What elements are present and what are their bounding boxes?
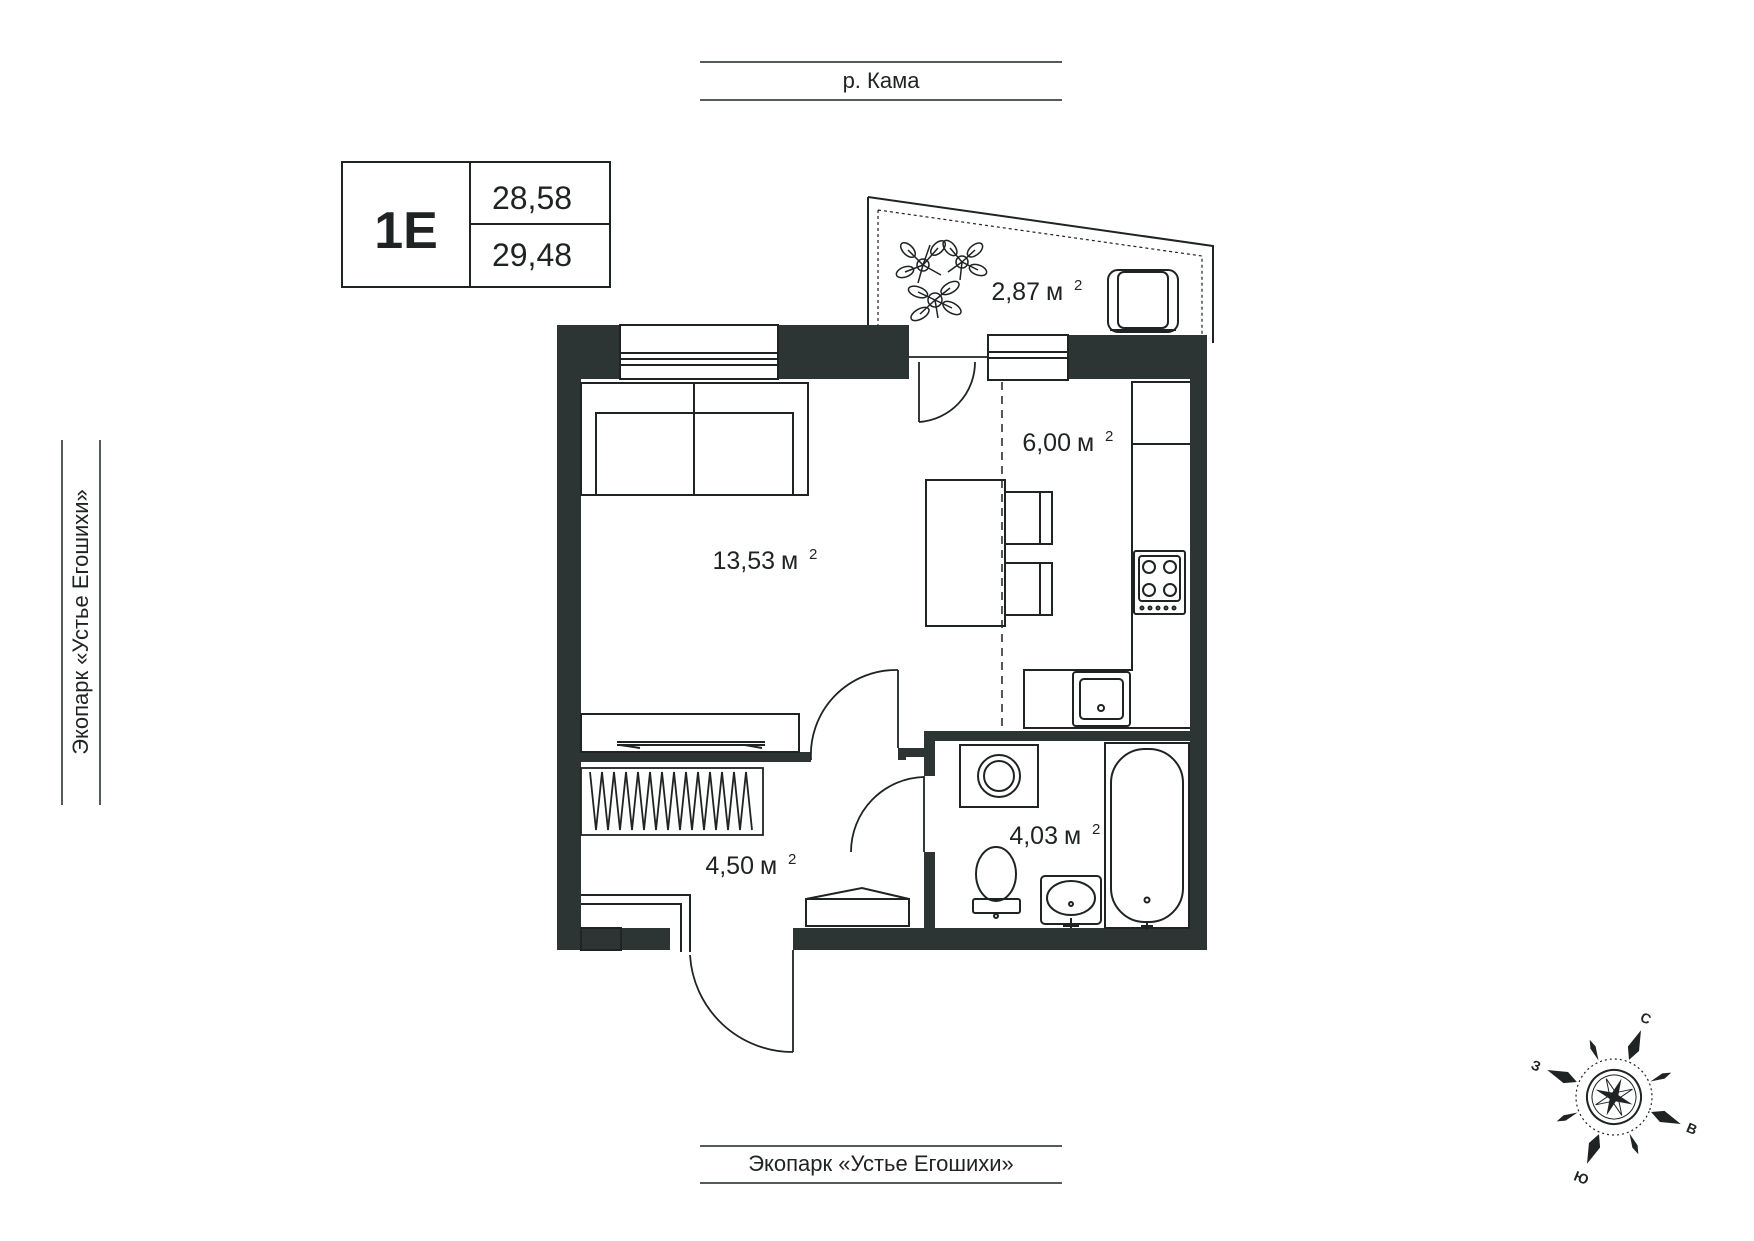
hall-unit-sup: 2 <box>788 851 796 868</box>
balcony-area: 2,87 <box>991 278 1040 306</box>
washing-machine-icon <box>959 744 1039 808</box>
balcony-door <box>909 356 988 423</box>
hall-area: 4,50 <box>705 852 754 880</box>
bathroom-door <box>850 776 925 853</box>
compass-east: В <box>1684 1119 1699 1138</box>
living-unit: м <box>781 547 798 575</box>
window-top-left <box>619 324 779 380</box>
unit-area-total: 29,48 <box>492 237 572 273</box>
kitchen-sink-icon <box>1072 671 1131 727</box>
living-unit-sup: 2 <box>809 546 817 563</box>
toilet-icon <box>972 846 1021 919</box>
compass-rose: С Ю В З <box>1529 1009 1700 1188</box>
bath-area: 4,03 <box>1009 822 1058 850</box>
window-kitchen <box>987 334 1069 381</box>
unit-info-box: 1Е 28,58 29,48 <box>341 161 611 288</box>
living-area: 13,53 <box>712 547 775 575</box>
stove-icon <box>1133 550 1186 615</box>
living-hall-door <box>809 669 899 761</box>
entrance-door <box>689 950 794 1053</box>
kitchen-unit-sup: 2 <box>1105 428 1113 445</box>
washbasin-icon <box>1040 875 1102 928</box>
kitchen-area: 6,00 <box>1022 429 1071 457</box>
unit-code: 1Е <box>374 202 438 260</box>
compass-north: С <box>1638 1009 1653 1028</box>
compass-south: Ю <box>1572 1168 1591 1188</box>
plant-icon <box>895 239 988 322</box>
side-label: Экопарк «Устье Егошихи» <box>61 440 101 805</box>
bottom-label: Экопарк «Устье Егошихи» <box>700 1145 1062 1184</box>
compass-west: З <box>1529 1056 1543 1074</box>
bathtub-icon <box>1104 742 1190 930</box>
hall-unit: м <box>760 852 777 880</box>
top-label: р. Кама <box>700 61 1062 101</box>
sofa-icon <box>580 382 809 496</box>
river-label: р. Кама <box>843 68 921 93</box>
park-label-side: Экопарк «Устье Егошихи» <box>68 489 93 755</box>
shoe-rack-icon <box>580 894 691 952</box>
dining-table-icon <box>925 479 1053 627</box>
balcony-unit: м <box>1046 278 1063 306</box>
hall-bench-icon <box>805 886 910 927</box>
balcony <box>867 196 1214 343</box>
kitchen-counter <box>1023 381 1190 729</box>
walls <box>557 325 1207 950</box>
kitchen-unit: м <box>1077 429 1094 457</box>
tv-stand-icon <box>580 713 800 753</box>
armchair-icon <box>1107 269 1179 333</box>
bath-unit-sup: 2 <box>1092 821 1100 838</box>
unit-area-living: 28,58 <box>492 180 572 216</box>
wardrobe-icon <box>580 767 764 836</box>
balcony-unit-sup: 2 <box>1074 277 1082 294</box>
park-label-bottom: Экопарк «Устье Егошихи» <box>748 1151 1014 1176</box>
bath-unit: м <box>1064 822 1081 850</box>
